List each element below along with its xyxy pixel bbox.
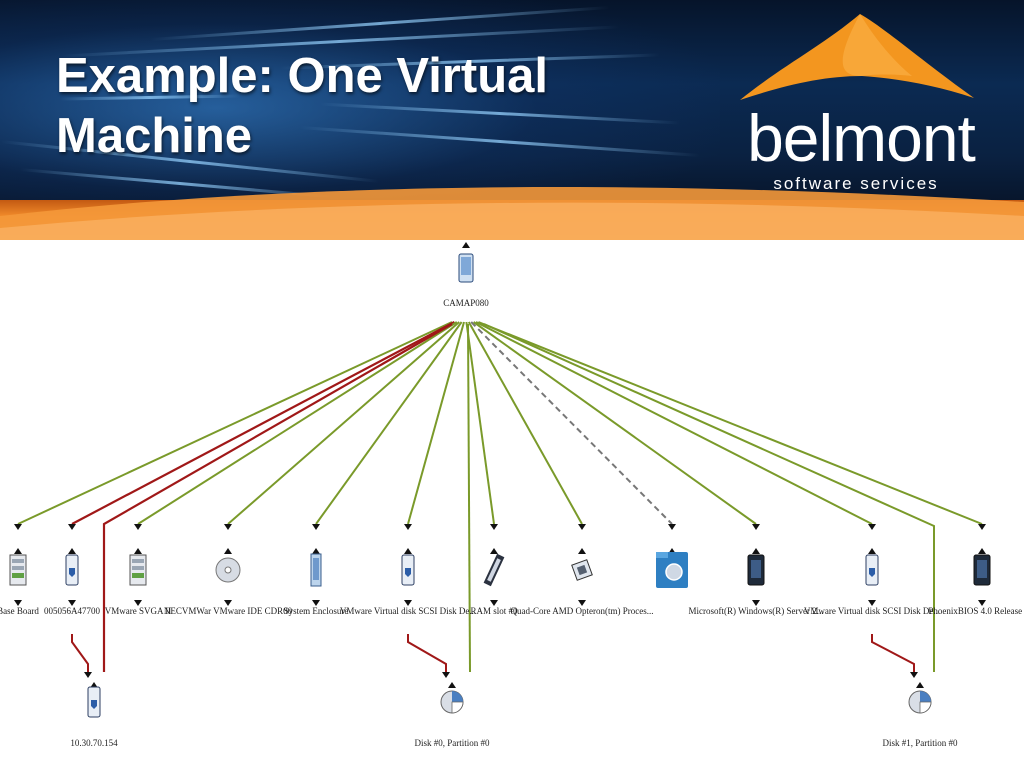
third-node-label: 10.30.70.154: [70, 738, 118, 748]
link-line: [137, 321, 458, 525]
child-node-label: Quad-Core AMD Opteron(tm) Proces...: [511, 606, 654, 616]
child-node-label: VMware Virtual disk SCSI Disk De...: [340, 606, 476, 616]
child-node-label: VMware SVGA II: [105, 606, 172, 616]
link-line: [475, 321, 873, 525]
header-banner: Example: One Virtual Machine belmont sof…: [0, 0, 1024, 240]
child-disk-drive-icon: [401, 554, 415, 586]
link-line: [467, 321, 583, 525]
child-network-adapter-icon: [65, 554, 79, 586]
third-partition-icon: [440, 690, 464, 714]
child-node-label: Microsoft(R) Windows(R) Server 2...: [689, 606, 824, 616]
orange-curve: [0, 187, 1024, 240]
link-line: [483, 323, 935, 672]
child-node-label: PhoenixBIOS 4.0 Release 6.0: [928, 606, 1024, 616]
link-line: [470, 321, 673, 525]
brand-tagline: software services: [773, 174, 939, 193]
link-line: [478, 321, 983, 525]
child-folder-disk-icon: [656, 552, 688, 588]
third-partition-icon: [908, 690, 932, 714]
diagram-links: [17, 321, 983, 673]
link-line: [17, 321, 453, 525]
child-operating-system-icon: [747, 554, 765, 586]
root-node-label: CAMAP080: [443, 298, 489, 308]
third-network-address-icon: [87, 686, 101, 718]
child-node-label: RAM slot #0: [470, 606, 518, 616]
child-node-label: System Enclosure: [284, 606, 349, 616]
link-line: [871, 634, 915, 672]
link-line: [465, 321, 495, 525]
link-line: [102, 323, 453, 672]
child-node-label: 005056A47700: [44, 606, 100, 616]
slide-title-line2: Machine: [56, 109, 253, 163]
root-server-icon: [458, 253, 474, 283]
child-enclosure-icon: [310, 553, 322, 587]
child-server-icon: [129, 554, 147, 586]
child-ram-icon: [483, 553, 505, 587]
child-bios-icon: [973, 554, 991, 586]
slide-title-line1: Example: One Virtual: [56, 49, 548, 103]
brand-name: belmont: [747, 101, 976, 175]
child-cpu-icon: [571, 559, 593, 581]
slide-title: Example: One Virtual Machine: [56, 46, 656, 166]
child-node-label: NECVMWar VMware IDE CDR00: [164, 606, 293, 616]
link-line: [71, 321, 455, 525]
child-node-label: VMware Virtual disk SCSI Disk De...: [804, 606, 940, 616]
child-disk-drive-icon: [865, 554, 879, 586]
link-line: [467, 323, 471, 673]
link-line: [227, 321, 460, 525]
link-line: [473, 321, 757, 525]
link-line: [315, 321, 463, 525]
third-node-label: Disk #1, Partition #0: [882, 738, 958, 748]
link-line: [71, 634, 89, 672]
child-cd-drive-icon: [215, 557, 241, 583]
child-node-label: Base Board: [0, 606, 39, 616]
link-line: [407, 321, 465, 525]
child-server-icon: [9, 554, 27, 586]
link-line: [407, 634, 447, 672]
third-node-label: Disk #0, Partition #0: [414, 738, 490, 748]
belmont-logo: [740, 14, 974, 100]
